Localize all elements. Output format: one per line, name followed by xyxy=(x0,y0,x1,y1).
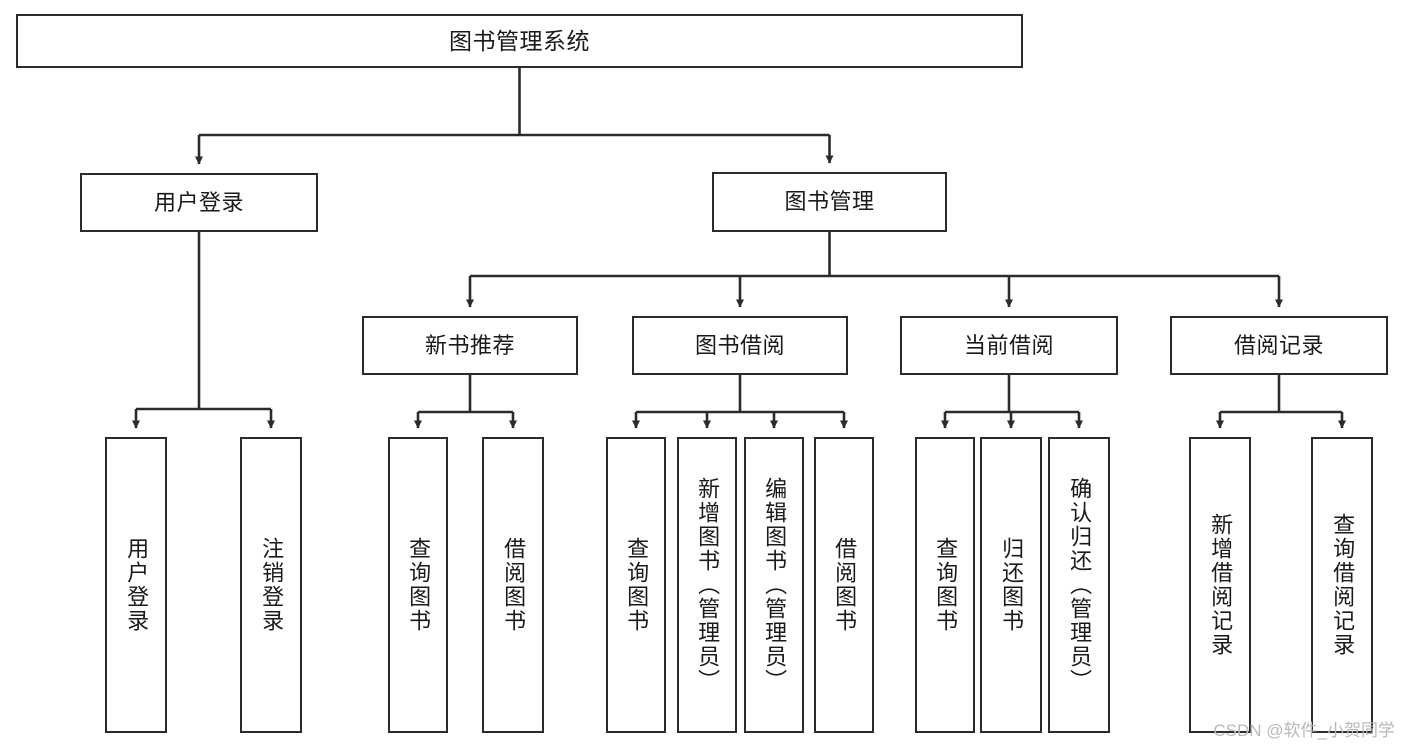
node-current-borrow-label: 当前借阅 xyxy=(963,332,1054,358)
node-leaf-confirm-return-admin[interactable]: 确认归还（管理员） xyxy=(1048,437,1110,733)
node-current-borrow[interactable]: 当前借阅 xyxy=(900,316,1118,375)
node-leaf-add-borrow-record-label: 新增借阅记录 xyxy=(1208,513,1234,657)
node-new-book-recommend[interactable]: 新书推荐 xyxy=(362,316,578,375)
node-borrow-record-label: 借阅记录 xyxy=(1233,332,1324,358)
node-book-borrow[interactable]: 图书借阅 xyxy=(632,316,848,375)
node-book-manage-label: 图书管理 xyxy=(784,189,875,214)
node-leaf-user-login-label: 用户登录 xyxy=(124,537,150,633)
node-leaf-borrow-book-label: 借阅图书 xyxy=(832,537,858,633)
node-leaf-add-book-admin-label: 新增图书（管理员） xyxy=(695,477,721,693)
node-root[interactable]: 图书管理系统 xyxy=(16,14,1023,68)
node-user-login[interactable]: 用户登录 xyxy=(80,173,318,232)
node-book-manage[interactable]: 图书管理 xyxy=(712,172,947,232)
node-leaf-query-book-current-label: 查询图书 xyxy=(933,537,959,633)
node-leaf-edit-book-admin[interactable]: 编辑图书（管理员） xyxy=(744,437,804,733)
node-leaf-return-book-label: 归还图书 xyxy=(999,537,1025,633)
node-leaf-borrow-book-rec-label: 借阅图书 xyxy=(501,537,527,633)
node-leaf-query-book-borrow[interactable]: 查询图书 xyxy=(606,437,666,733)
csdn-watermark: CSDN @软件_小贺同学 xyxy=(1213,721,1395,740)
node-leaf-query-book-rec[interactable]: 查询图书 xyxy=(388,437,448,733)
node-leaf-query-book-rec-label: 查询图书 xyxy=(406,537,432,633)
node-leaf-return-book[interactable]: 归还图书 xyxy=(980,437,1042,733)
node-leaf-query-book-borrow-label: 查询图书 xyxy=(624,537,650,633)
node-new-book-recommend-label: 新书推荐 xyxy=(424,332,515,358)
node-root-label: 图书管理系统 xyxy=(449,27,590,54)
connector-lines xyxy=(132,68,1346,429)
node-leaf-query-book-current[interactable]: 查询图书 xyxy=(915,437,975,733)
node-leaf-user-login[interactable]: 用户登录 xyxy=(105,437,167,733)
node-leaf-add-book-admin[interactable]: 新增图书（管理员） xyxy=(677,437,737,733)
node-leaf-user-logout[interactable]: 注销登录 xyxy=(240,437,302,733)
node-leaf-edit-book-admin-label: 编辑图书（管理员） xyxy=(762,477,788,693)
node-book-borrow-label: 图书借阅 xyxy=(694,332,785,358)
node-borrow-record[interactable]: 借阅记录 xyxy=(1170,316,1388,375)
node-leaf-add-borrow-record[interactable]: 新增借阅记录 xyxy=(1189,437,1251,733)
node-leaf-confirm-return-admin-label: 确认归还（管理员） xyxy=(1067,477,1093,693)
node-leaf-borrow-book[interactable]: 借阅图书 xyxy=(814,437,874,733)
node-leaf-query-borrow-record-label: 查询借阅记录 xyxy=(1330,513,1356,657)
node-leaf-borrow-book-rec[interactable]: 借阅图书 xyxy=(482,437,544,733)
node-leaf-user-logout-label: 注销登录 xyxy=(259,537,285,633)
node-user-login-label: 用户登录 xyxy=(153,189,244,215)
node-leaf-query-borrow-record[interactable]: 查询借阅记录 xyxy=(1311,437,1373,733)
